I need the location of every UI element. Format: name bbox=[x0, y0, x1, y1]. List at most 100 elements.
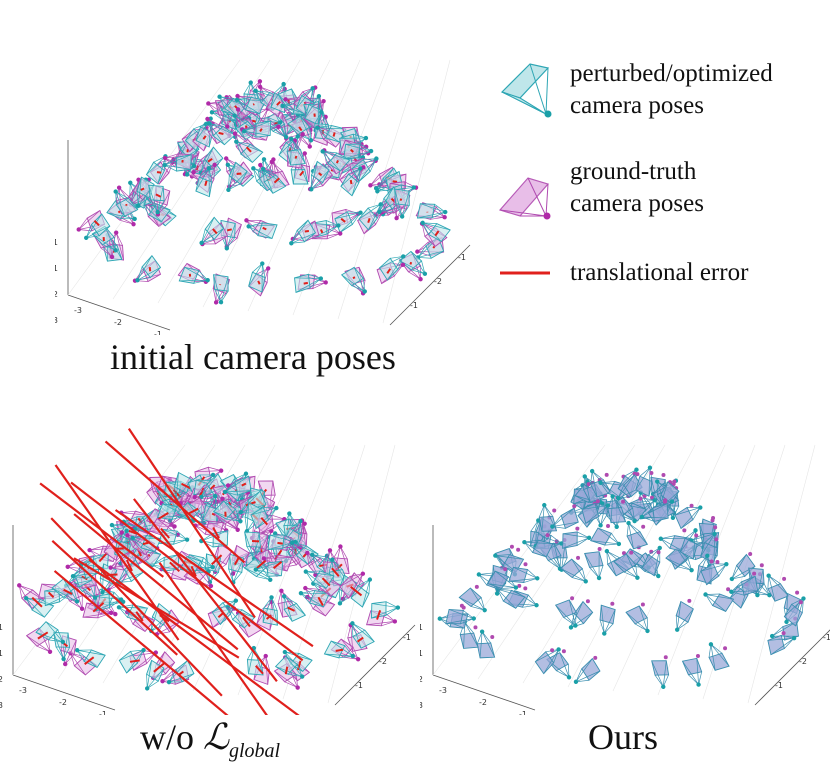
y-tick-label: -2 bbox=[799, 657, 807, 666]
gt-marker bbox=[641, 525, 645, 529]
gt-marker bbox=[723, 646, 727, 650]
camera-pose bbox=[626, 520, 647, 549]
z-tick-label: -1 bbox=[0, 649, 3, 658]
x-tick-label: -3 bbox=[439, 686, 447, 695]
caption-ablation: w/o ℒglobal bbox=[140, 716, 280, 763]
gt-marker bbox=[711, 518, 715, 522]
y-tick-label: -1 bbox=[410, 301, 418, 310]
caption-ablation-symbol: ℒ bbox=[203, 717, 229, 757]
camera-pose bbox=[569, 658, 602, 685]
legend-error-label: translational error bbox=[570, 257, 748, 289]
gt-marker bbox=[714, 537, 718, 541]
error-line bbox=[130, 660, 140, 661]
error-line bbox=[334, 132, 335, 136]
plot-ours: 1-1-2-3-3-2-1-1-2-1 bbox=[420, 385, 830, 715]
gt-marker bbox=[596, 499, 600, 503]
z-tick-label: -3 bbox=[55, 316, 58, 325]
gt-marker bbox=[682, 528, 686, 532]
caption-ablation-prefix: w/o bbox=[140, 717, 194, 757]
error-line bbox=[304, 283, 308, 284]
gt-marker bbox=[629, 551, 633, 555]
legend-perturbed-label-line2: camera poses bbox=[570, 90, 773, 122]
legend-gt-label-line2: camera poses bbox=[570, 188, 704, 220]
z-tick-label: -3 bbox=[420, 701, 423, 710]
gt-marker bbox=[748, 552, 752, 556]
plot-ablation: 1-1-2-3-3-2-1-1-2-1 bbox=[0, 385, 420, 715]
gt-marker bbox=[752, 572, 756, 576]
error-line bbox=[295, 156, 296, 159]
gt-marker bbox=[641, 602, 645, 606]
legend-gt-label-line1: ground-truth bbox=[570, 156, 704, 188]
camera-layer bbox=[16, 429, 400, 715]
gt-marker bbox=[715, 560, 719, 564]
z-tick-label: -2 bbox=[55, 290, 58, 299]
error-line bbox=[205, 181, 206, 186]
z-tick-label: -2 bbox=[420, 675, 423, 684]
gt-marker bbox=[570, 596, 574, 600]
x-tick-label: -3 bbox=[74, 306, 82, 315]
legend: perturbed/optimized camera poses ground-… bbox=[490, 50, 820, 290]
error-line bbox=[368, 218, 369, 222]
gt-marker bbox=[694, 533, 698, 537]
gt-marker bbox=[713, 525, 717, 529]
camera-pose bbox=[645, 657, 672, 690]
error-line bbox=[410, 262, 411, 264]
gt-marker bbox=[572, 504, 576, 508]
x-tick-label: -2 bbox=[479, 698, 487, 707]
z-tick-label: 1 bbox=[0, 623, 3, 632]
gt-marker bbox=[586, 599, 590, 603]
error-line bbox=[219, 133, 224, 134]
camera-pose bbox=[680, 657, 703, 687]
gt-marker bbox=[649, 471, 653, 475]
y-tick-label: -2 bbox=[434, 277, 442, 286]
plot-initial: 1-1-2-3-3-2-1-1-2-1 bbox=[55, 0, 475, 335]
error-line bbox=[337, 160, 338, 163]
caption-initial: initial camera poses bbox=[110, 336, 396, 378]
gt-marker bbox=[664, 655, 668, 659]
panel-ablation: 1-1-2-3-3-2-1-1-2-1 bbox=[0, 385, 420, 715]
gt-marker bbox=[523, 586, 527, 590]
gt-marker bbox=[516, 548, 520, 552]
gt-marker bbox=[605, 473, 609, 477]
legend-perturbed-label-line1: perturbed/optimized bbox=[570, 58, 773, 90]
gt-marker bbox=[524, 562, 528, 566]
error-line bbox=[258, 281, 260, 284]
error-line bbox=[227, 229, 232, 230]
gt-marker bbox=[503, 567, 507, 571]
error-line bbox=[336, 650, 343, 651]
gt-marker bbox=[782, 577, 786, 581]
gt-marker bbox=[475, 585, 479, 589]
error-line bbox=[263, 228, 267, 230]
y-tick-label: -1 bbox=[355, 681, 363, 690]
x-tick-label: -3 bbox=[19, 686, 27, 695]
gt-marker bbox=[672, 479, 676, 483]
error-line bbox=[353, 277, 355, 278]
z-tick-label: 1 bbox=[55, 238, 58, 247]
z-tick-label: -3 bbox=[0, 701, 3, 710]
camera-pose bbox=[474, 629, 500, 661]
error-line bbox=[252, 121, 256, 122]
gt-marker bbox=[696, 654, 700, 658]
perturbed-camera-pose bbox=[244, 260, 278, 295]
error-line bbox=[321, 230, 322, 233]
error-line bbox=[253, 104, 254, 105]
camera-pose bbox=[663, 599, 697, 633]
gt-marker bbox=[593, 656, 597, 660]
y-tick-label: -1 bbox=[823, 633, 830, 642]
panel-initial: 1-1-2-3-3-2-1-1-2-1 bbox=[55, 0, 475, 335]
y-tick-label: -2 bbox=[379, 657, 387, 666]
z-tick-label: -1 bbox=[55, 264, 58, 273]
gt-marker bbox=[621, 500, 625, 504]
y-tick-label: -1 bbox=[403, 633, 411, 642]
z-tick-label: -2 bbox=[0, 675, 3, 684]
x-tick-label: -2 bbox=[114, 318, 122, 327]
gt-marker bbox=[799, 600, 803, 604]
error-line bbox=[351, 180, 352, 184]
camera-pose bbox=[588, 602, 620, 637]
camera-pose bbox=[625, 605, 650, 636]
error-line bbox=[141, 189, 144, 190]
gt-marker bbox=[760, 563, 764, 567]
gt-marker bbox=[710, 560, 714, 564]
legend-perturbed-icon bbox=[502, 64, 552, 118]
gt-marker bbox=[552, 509, 556, 513]
